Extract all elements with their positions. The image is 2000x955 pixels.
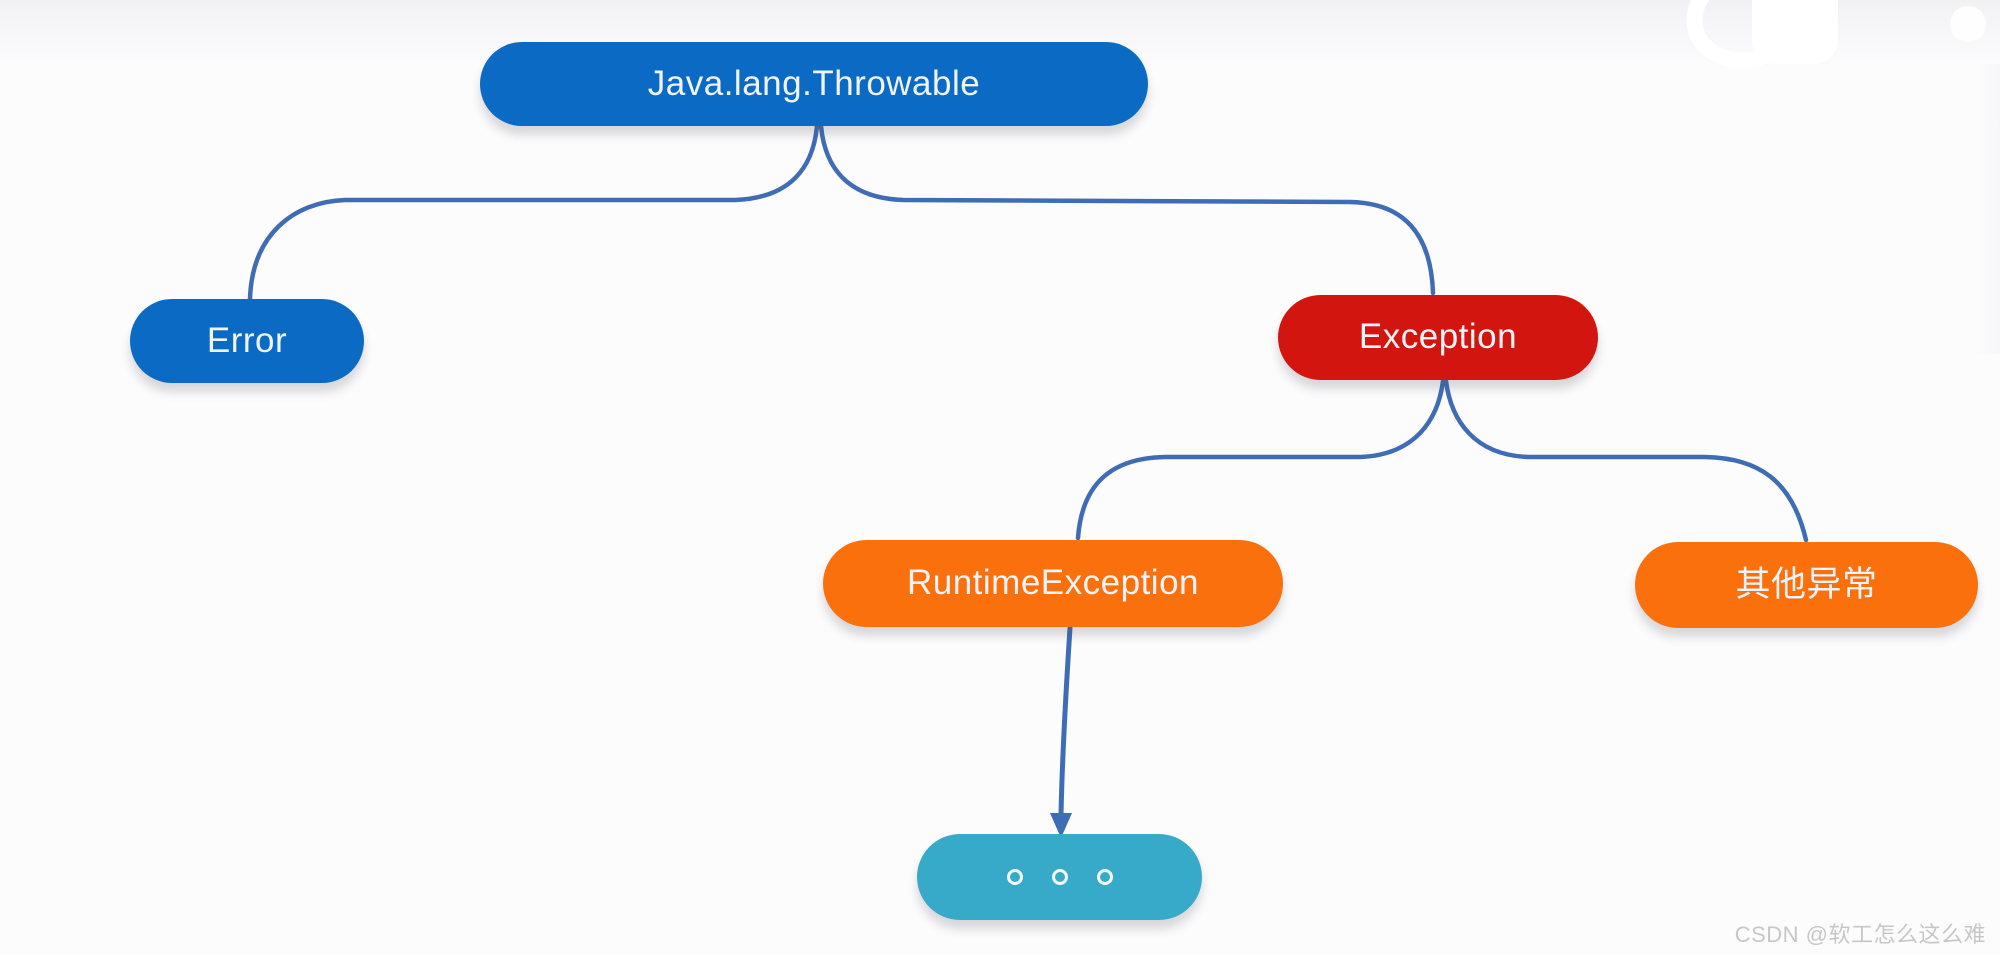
connector-exception-runtime	[1075, 378, 1446, 541]
faded-pill-artifact	[1752, 0, 1838, 64]
node-error: Error	[130, 299, 364, 383]
node-error-label: Error	[206, 320, 288, 360]
three-ring-ellipsis-icon	[1006, 869, 1113, 885]
connector-throwable-exception	[818, 123, 1436, 296]
node-other-exceptions-label: 其他异常	[1735, 564, 1878, 604]
faded-dot-artifact	[1950, 6, 1986, 42]
connector-runtime-ellipsis	[1058, 625, 1073, 819]
node-throwable-label: Java.lang.Throwable	[647, 63, 981, 103]
ellipsis-ring-icon	[1006, 869, 1023, 885]
node-throwable: Java.lang.Throwable	[480, 42, 1148, 126]
node-exception: Exception	[1278, 295, 1598, 380]
node-exception-label: Exception	[1358, 317, 1518, 356]
connector-exception-other	[1443, 378, 1809, 543]
csdn-watermark: CSDN @软工怎么这么难	[1734, 922, 1986, 947]
ellipsis-ring-icon	[1096, 869, 1113, 885]
node-runtime-exception-label: RuntimeException	[906, 563, 1200, 602]
node-other-exceptions: 其他异常	[1635, 542, 1978, 628]
ellipsis-ring-icon	[1051, 869, 1068, 885]
node-ellipsis	[917, 834, 1202, 920]
right-edge-highlight	[1974, 64, 2000, 354]
arrowhead-icon	[1050, 813, 1072, 838]
node-runtime-exception: RuntimeException	[823, 540, 1283, 627]
connector-throwable-error	[247, 123, 820, 302]
